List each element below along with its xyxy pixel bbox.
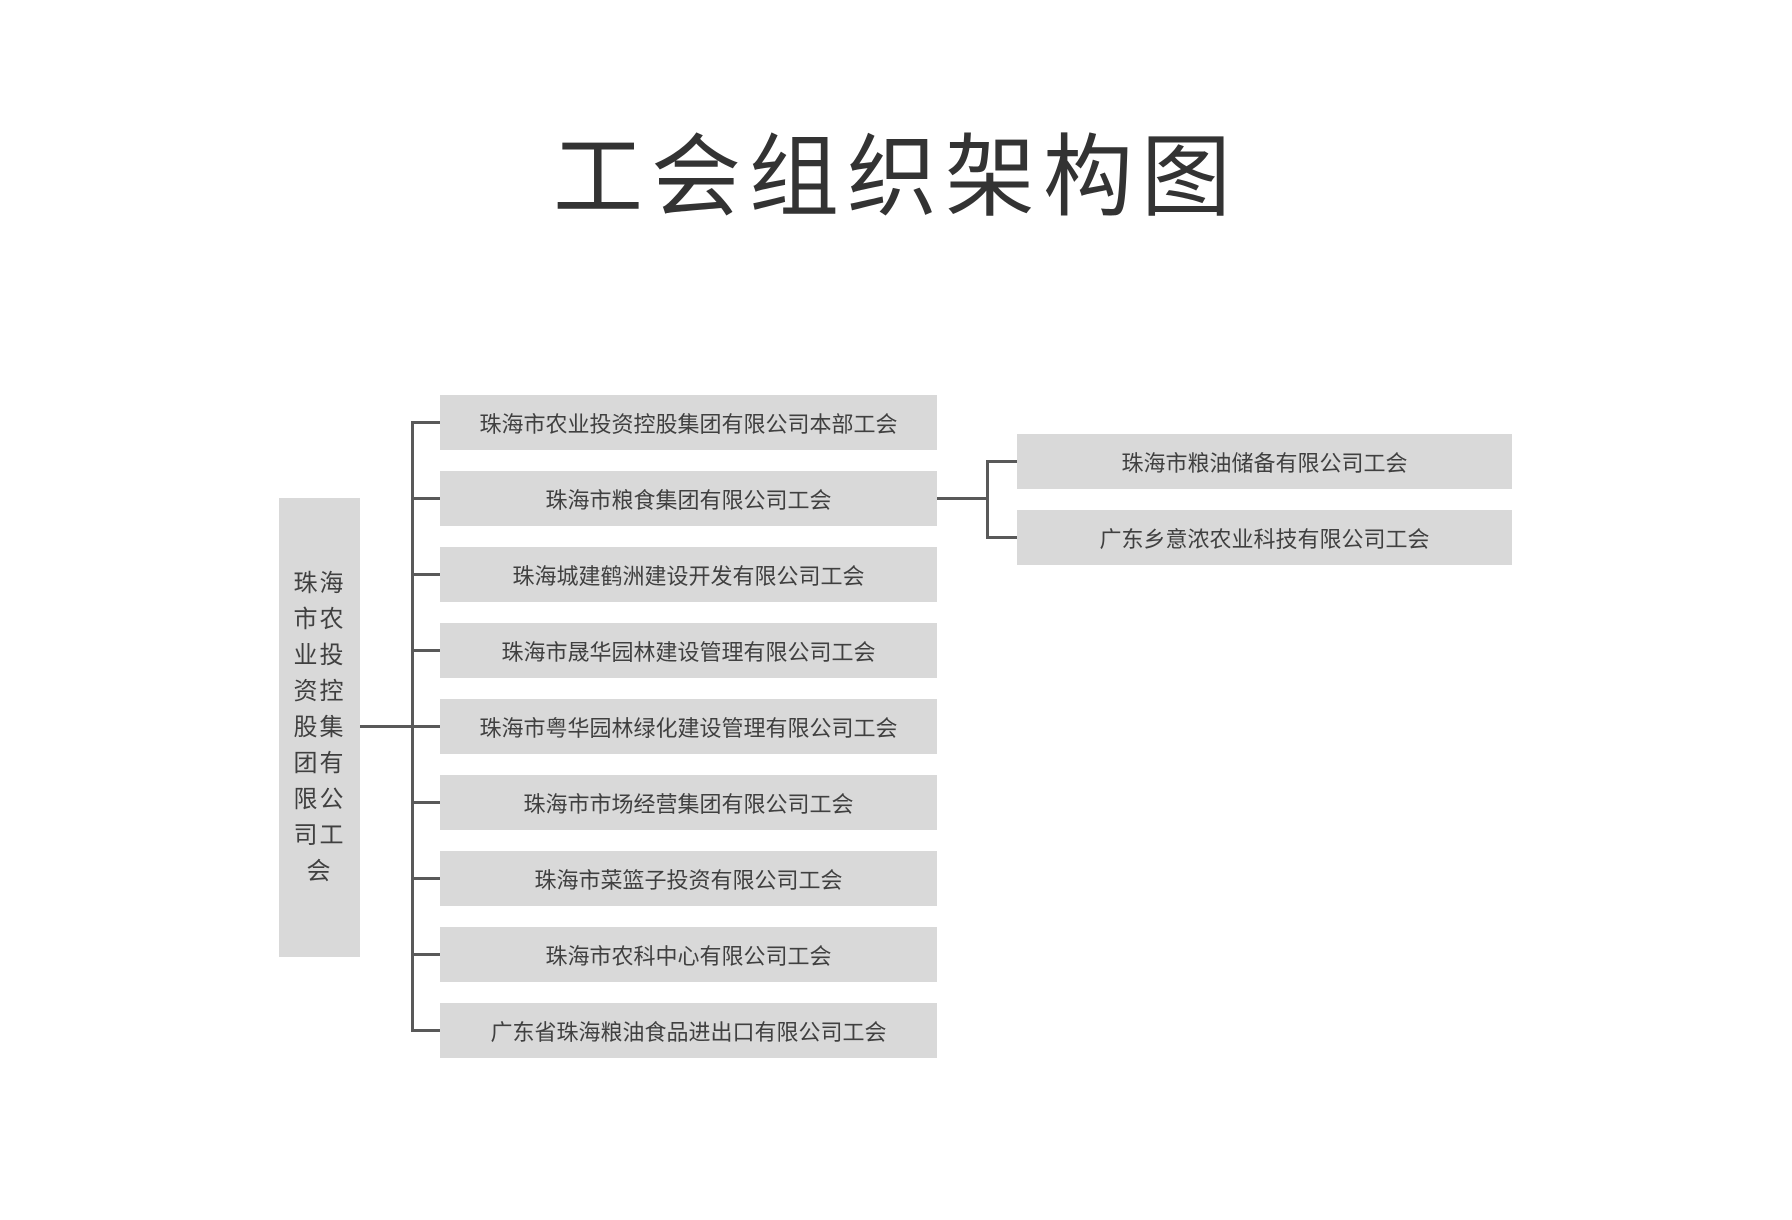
branch-box: 珠海市农业投资控股集团有限公司本部工会 bbox=[440, 395, 937, 450]
branch-line bbox=[411, 497, 441, 500]
child-branch-line bbox=[986, 536, 1017, 539]
branch-line bbox=[411, 421, 441, 424]
sub-trunk-line bbox=[986, 460, 989, 539]
subtree-connector-line bbox=[937, 497, 989, 500]
child-branch-line bbox=[986, 460, 1017, 463]
root-connector-line bbox=[360, 725, 412, 728]
page-title: 工会组织架构图 bbox=[553, 128, 1239, 228]
branch-box: 广东省珠海粮油食品进出口有限公司工会 bbox=[440, 1003, 937, 1058]
branch-box: 珠海市粮食集团有限公司工会 bbox=[440, 471, 937, 526]
branch-line bbox=[411, 725, 441, 728]
branch-line bbox=[411, 801, 441, 804]
branch-line bbox=[411, 1029, 441, 1032]
branch-box: 珠海市菜篮子投资有限公司工会 bbox=[440, 851, 937, 906]
branch-box: 珠海市粤华园林绿化建设管理有限公司工会 bbox=[440, 699, 937, 754]
child-box: 珠海市粮油储备有限公司工会 bbox=[1017, 434, 1512, 489]
branch-box: 珠海市晟华园林建设管理有限公司工会 bbox=[440, 623, 937, 678]
branch-line bbox=[411, 649, 441, 652]
branch-line bbox=[411, 877, 441, 880]
root-org-box: 珠海市农业投资控股集团有限公司工会 bbox=[279, 498, 360, 957]
branch-box: 珠海城建鹤洲建设开发有限公司工会 bbox=[440, 547, 937, 602]
branch-box: 珠海市市场经营集团有限公司工会 bbox=[440, 775, 937, 830]
root-org-label: 珠海市农业投资控股集团有限公司工会 bbox=[293, 569, 346, 885]
branch-line bbox=[411, 573, 441, 576]
branch-line bbox=[411, 953, 441, 956]
child-box: 广东乡意浓农业科技有限公司工会 bbox=[1017, 510, 1512, 565]
branch-box: 珠海市农科中心有限公司工会 bbox=[440, 927, 937, 982]
